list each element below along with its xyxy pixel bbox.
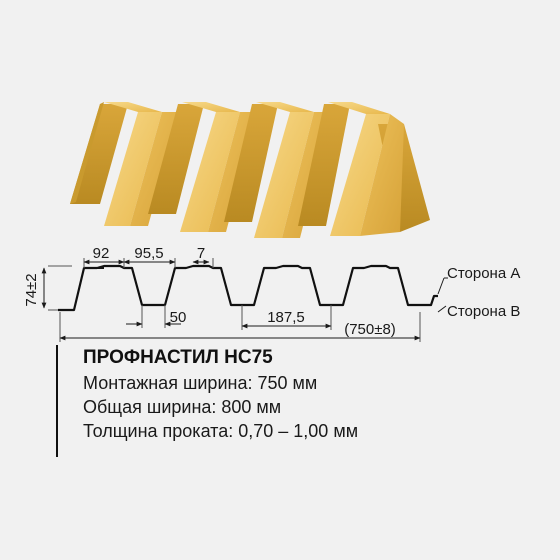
sheet-rib-2 xyxy=(148,102,240,232)
dim-rib: 7 xyxy=(197,245,205,262)
dimension-lines xyxy=(41,258,448,342)
spec-accent-bar xyxy=(56,345,58,457)
sheet-3d-illustration xyxy=(70,102,430,238)
dim-total: (750±8) xyxy=(344,321,396,338)
spec-title: ПРОФНАСТИЛ НС75 xyxy=(83,347,273,368)
side-a-label: Сторона A xyxy=(447,265,520,282)
sheet-rib-1 xyxy=(70,102,162,226)
sheet-end-flange xyxy=(360,114,430,236)
dim-pitch-inner: 95,5 xyxy=(134,245,163,262)
sheet-rib-4 xyxy=(298,102,390,236)
spec-thickness: Толщина проката: 0,70 – 1,00 мм xyxy=(83,421,359,441)
dim-top-width: 92 xyxy=(93,245,110,262)
side-b-label: Сторона B xyxy=(447,303,520,320)
spec-block: ПРОФНАСТИЛ НС75 Монтажная ширина: 750 мм… xyxy=(64,344,534,443)
dim-bottom-width: 50 xyxy=(170,309,187,326)
sheet-profile-section xyxy=(58,264,438,312)
spec-mounting-width: Монтажная ширина: 750 мм xyxy=(83,373,318,393)
sheet-valley-1 xyxy=(130,112,180,226)
dim-height: 74±2 xyxy=(23,273,40,306)
sheet-rib-3 xyxy=(224,102,314,238)
spec-total-width: Общая ширина: 800 мм xyxy=(83,397,282,417)
dim-pitch: 187,5 xyxy=(267,309,305,326)
